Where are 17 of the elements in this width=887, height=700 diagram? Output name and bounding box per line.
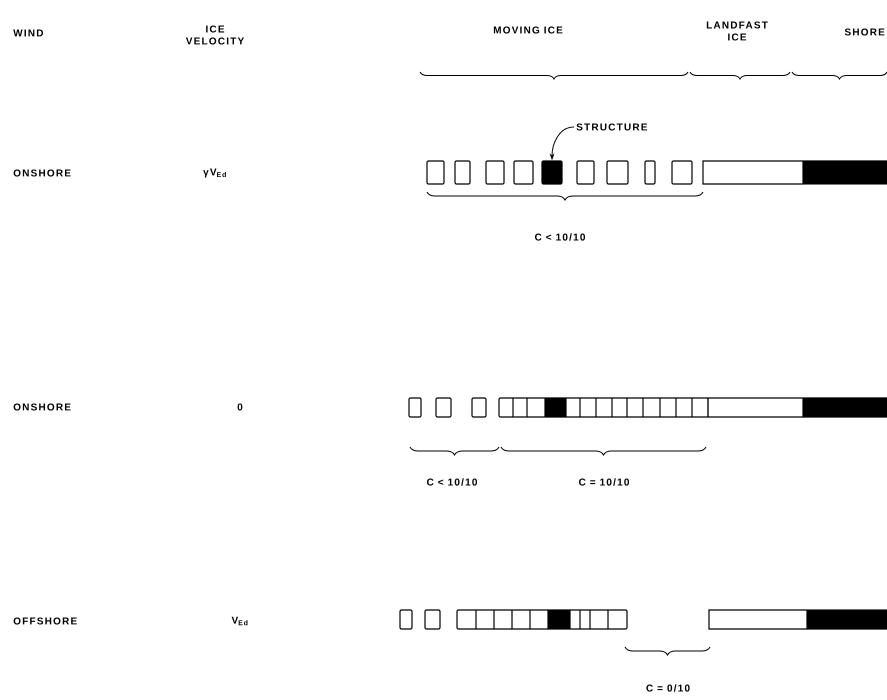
label: MOVING ICE xyxy=(494,26,562,34)
label: C < 10/10 xyxy=(535,233,585,241)
label: LANDFAST ICE xyxy=(706,21,768,41)
label: C < 10/10 xyxy=(427,478,477,486)
structure-block xyxy=(541,160,563,185)
label: ICE VELOCITY xyxy=(186,25,244,45)
label: C = 0/10 xyxy=(646,684,690,692)
label: SHORE xyxy=(844,28,884,36)
label: OFFSHORE xyxy=(14,617,77,625)
label: 0 xyxy=(238,403,242,411)
label: C = 10/10 xyxy=(579,478,629,486)
label: V$_{Ed}$ xyxy=(232,616,248,626)
structure-label: STRUCTURE xyxy=(576,123,648,131)
label: WIND xyxy=(13,30,44,36)
label: γV$_{Ed}$ xyxy=(203,168,226,178)
label: ONSHORE xyxy=(14,403,71,411)
label: ONSHORE xyxy=(14,169,71,177)
